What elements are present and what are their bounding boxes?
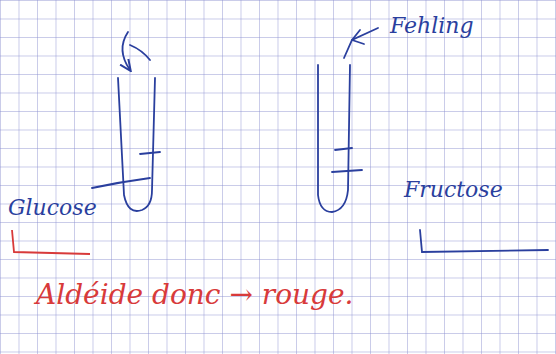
sugar-label: Glucose (8, 196, 97, 220)
leader-line (92, 178, 150, 188)
reagent-label: Fehling (390, 14, 474, 38)
sugar-label: Fructose (404, 178, 503, 202)
bracket (420, 230, 548, 252)
liquid-level (332, 170, 362, 172)
liquid-level (140, 152, 160, 154)
conclusion-note: Aldéide donc → rouge. (36, 280, 353, 311)
test-tube (318, 65, 350, 212)
pour-arrow (130, 45, 150, 60)
pour-arrow (344, 28, 378, 58)
test-tube (118, 78, 155, 211)
bracket (12, 230, 90, 254)
liquid-level (335, 148, 352, 150)
pour-arrow (352, 30, 364, 44)
pour-arrow (122, 32, 130, 70)
